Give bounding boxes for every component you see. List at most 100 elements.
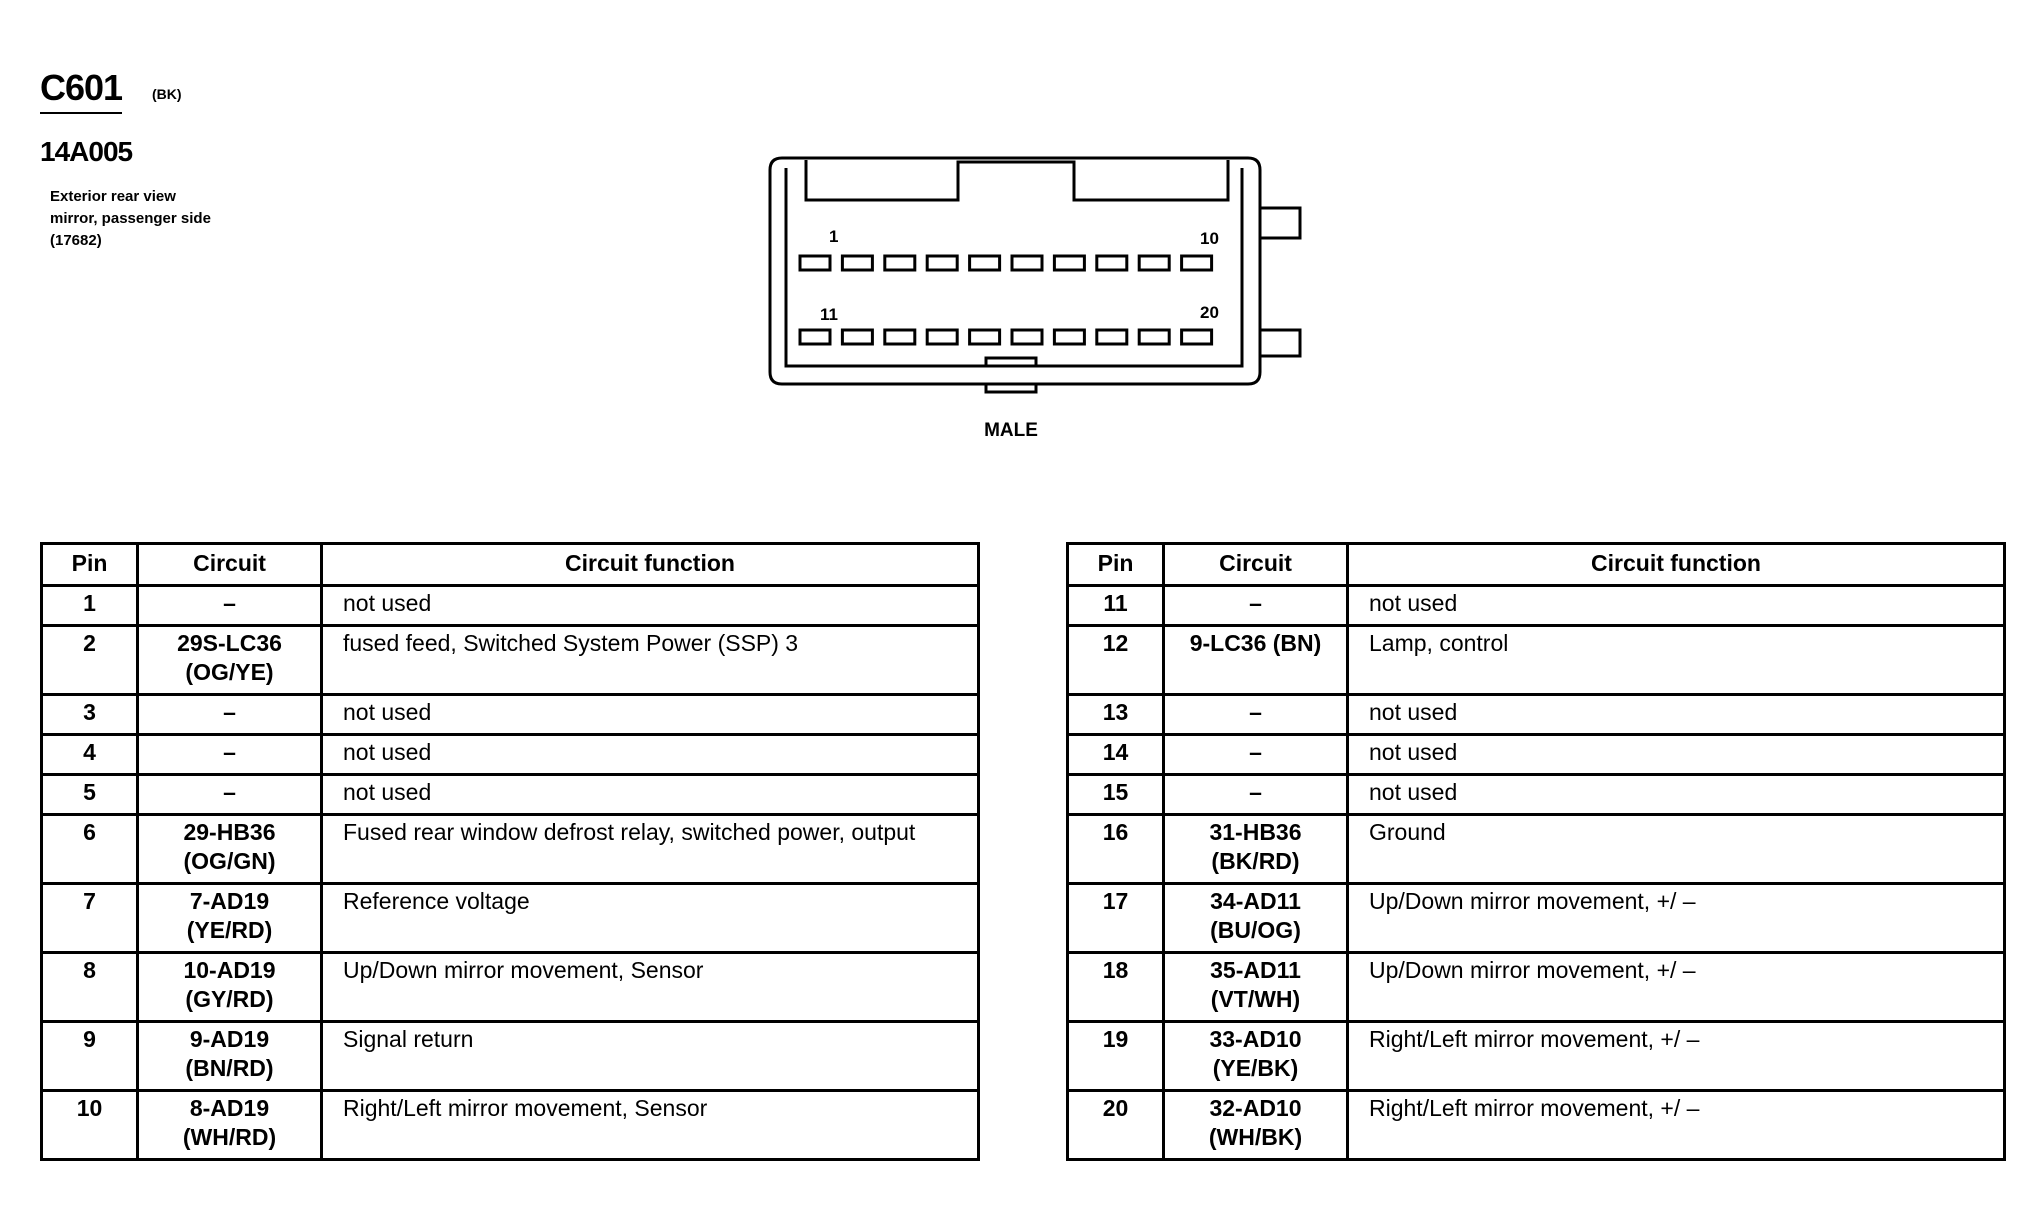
circuit-id: 9-AD19(BN/RD) <box>136 1020 323 1092</box>
circuit-function: Up/Down mirror movement, +/ – <box>1346 882 2006 954</box>
circuit-code: – <box>223 779 236 805</box>
pin-number: 16 <box>1066 813 1165 885</box>
pin-number: 18 <box>1066 951 1165 1023</box>
circuit-code: 34-AD11 <box>1210 888 1301 914</box>
pin-label-10: 10 <box>1200 229 1219 248</box>
pin-number: 5 <box>40 773 139 816</box>
table-row: 15–not used <box>1066 773 2006 816</box>
circuit-wire-color: (YE/BK) <box>1212 1055 1299 1081</box>
pin-table-right: Pin Circuit Circuit function 11–not used… <box>1066 542 2006 1161</box>
pin-cavity-18 <box>1095 328 1129 346</box>
circuit-code: 29-HB36 <box>183 819 276 845</box>
circuit-code: 10-AD19 <box>183 957 276 983</box>
circuit-id: – <box>136 584 323 627</box>
pin-cavity-17 <box>1052 328 1086 346</box>
circuit-function: not used <box>1346 693 2006 736</box>
circuit-wire-color: (VT/WH) <box>1210 986 1301 1012</box>
circuit-function: Up/Down mirror movement, Sensor <box>320 951 980 1023</box>
pin-cavity-2 <box>840 254 874 272</box>
pin-cavity-14 <box>925 328 959 346</box>
circuit-code: – <box>223 590 236 616</box>
circuit-function: not used <box>1346 733 2006 776</box>
circuit-code: – <box>1249 699 1262 725</box>
pin-number: 19 <box>1066 1020 1165 1092</box>
circuit-function: fused feed, Switched System Power (SSP) … <box>320 624 980 696</box>
circuit-function: Fused rear window defrost relay, switche… <box>320 813 980 885</box>
connector-gender-label: MALE <box>984 420 1038 441</box>
pin-number: 14 <box>1066 733 1165 776</box>
circuit-code: 29S-LC36 <box>177 630 282 656</box>
pin-number: 9 <box>40 1020 139 1092</box>
circuit-id: 29-HB36 (OG/GN) <box>136 813 323 885</box>
circuit-function: not used <box>1346 584 2006 627</box>
connector-id: C601 <box>40 66 123 114</box>
connector-bottom-key <box>984 384 1038 394</box>
pin-number: 3 <box>40 693 139 736</box>
circuit-wire-color: (BK/RD) <box>1211 848 1300 874</box>
circuit-function: not used <box>320 733 980 776</box>
table-row: 13 – not used <box>1066 693 2006 736</box>
pin-cavity-10 <box>1180 254 1214 272</box>
pin-cavity-7 <box>1052 254 1086 272</box>
circuit-code: 8-AD19 <box>189 1095 270 1121</box>
circuit-function: not used <box>1346 773 2006 816</box>
pin-cavity-19 <box>1137 328 1171 346</box>
circuit-id: – <box>136 733 323 776</box>
pin-cavity-5 <box>968 254 1002 272</box>
circuit-wire-color: (BU/OG) <box>1210 917 1301 943</box>
circuit-code: – <box>223 739 236 765</box>
pin-cavity-4 <box>925 254 959 272</box>
circuit-id: 10-AD19(GY/RD) <box>136 951 323 1023</box>
pin-number: 17 <box>1066 882 1165 954</box>
part-description: Exterior rear view mirror, passenger sid… <box>50 188 211 249</box>
column-header-circuit-function: Circuit function <box>320 542 980 587</box>
circuit-function: Right/Left mirror movement, Sensor <box>320 1089 980 1161</box>
pin-cavity-13 <box>883 328 917 346</box>
pin-cavity-16 <box>1010 328 1044 346</box>
pin-cavity-20 <box>1180 328 1214 346</box>
circuit-function: Up/Down mirror movement, +/ – <box>1346 951 2006 1023</box>
pin-cavity-8 <box>1095 254 1129 272</box>
table-row: 4 – not used <box>40 733 980 776</box>
circuit-function: Right/Left mirror movement, +/ – <box>1346 1089 2006 1161</box>
pin-cavity-6 <box>1010 254 1044 272</box>
circuit-code: 9-AD19 <box>189 1026 270 1052</box>
circuit-function: Reference voltage <box>320 882 980 954</box>
circuit-id: 7-AD19(YE/RD) <box>136 882 323 954</box>
pin-cavity-15 <box>968 328 1002 346</box>
connector-cavity <box>784 160 1244 368</box>
circuit-function: not used <box>320 773 980 816</box>
circuit-code: 7-AD19 <box>189 888 270 914</box>
circuit-function: Right/Left mirror movement, +/ – <box>1346 1020 2006 1092</box>
pin-label-11: 11 <box>820 305 838 324</box>
pin-number: 20 <box>1066 1089 1165 1161</box>
table-row: 3–not used <box>40 693 980 736</box>
pin-cavity-12 <box>840 328 874 346</box>
circuit-function: Lamp, control <box>1346 624 2006 696</box>
circuit-id: 34-AD11 (BU/OG) <box>1162 882 1349 954</box>
part-number: 14A005 <box>40 136 133 167</box>
pin-number: 13 <box>1066 693 1165 736</box>
pin-number: 10 <box>40 1089 139 1161</box>
pin-number: 2 <box>40 624 139 696</box>
connector-inner-key <box>984 356 1038 366</box>
column-header-pin: Pin <box>1066 542 1165 587</box>
pin-label-1: 1 <box>829 227 838 246</box>
pin-number: 4 <box>40 733 139 776</box>
circuit-wire-color: (OG/GN) <box>183 848 276 874</box>
circuit-code: – <box>1249 590 1262 616</box>
circuit-function: not used <box>320 584 980 627</box>
circuit-code: – <box>1249 779 1262 805</box>
circuit-id: – <box>1162 693 1349 736</box>
circuit-code: – <box>223 699 236 725</box>
column-header-circuit-function: Circuit function <box>1346 542 2006 587</box>
